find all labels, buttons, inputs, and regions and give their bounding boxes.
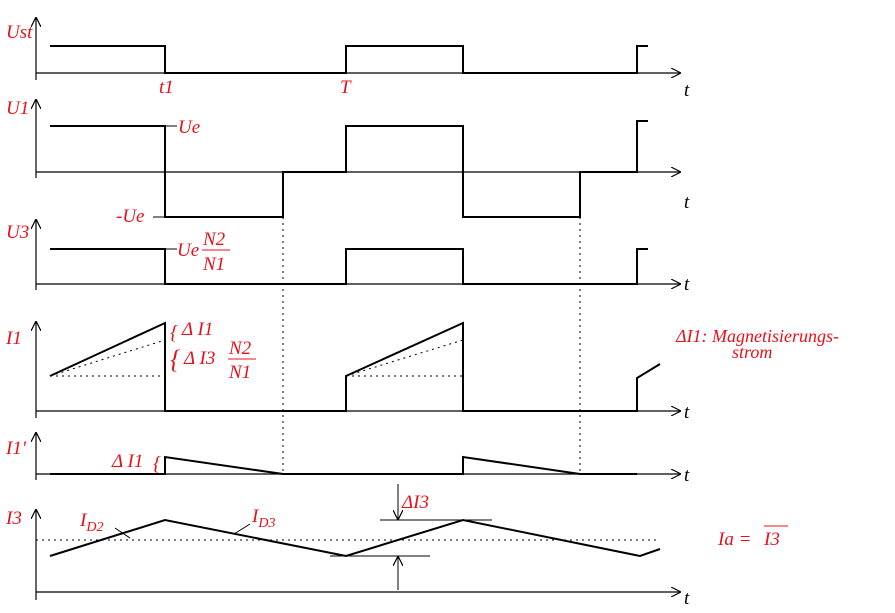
id3-main: I — [251, 506, 260, 527]
t1-mark: t1 — [159, 77, 174, 98]
i1-waveform — [49, 321, 661, 412]
ust-panel: Ust t1 T t — [6, 18, 690, 101]
magnet-note-line1: ΔI1: Magnetisierungs- — [675, 326, 839, 346]
ue-label: Ue — [178, 117, 200, 138]
brace-1: { — [170, 322, 178, 344]
i1p-panel: I1' Δ I1 { t — [5, 433, 690, 486]
u3-waveform — [50, 248, 648, 285]
i1p-label: I1' — [5, 438, 27, 459]
ratio2-n2: N2 — [228, 338, 252, 359]
magnet-note-line2: strom — [732, 342, 772, 362]
u1-waveform — [50, 120, 648, 218]
id3-sub: D3 — [257, 516, 275, 531]
delta-i3-right-label: ΔI3 — [401, 492, 429, 513]
id2-main: I — [79, 510, 88, 531]
i3-panel: I3 ID2 ID3 ΔI3 Ia = I3 t — [5, 484, 788, 609]
ust-t-label: t — [684, 80, 690, 101]
i1-dotted-slope — [49, 339, 166, 377]
ratio-n2: N2 — [202, 229, 226, 250]
ust-label: Ust — [6, 22, 33, 43]
u3-panel: U3 Ue N2 N1 t — [6, 220, 690, 295]
u1-t-label: t — [684, 192, 690, 213]
u1-label: U1 — [6, 98, 29, 119]
i3-waveform — [49, 518, 661, 558]
id2-sub: D2 — [85, 520, 103, 535]
i1p-waveform — [50, 455, 637, 475]
brace-2: { — [170, 345, 181, 374]
i1p-t-label: t — [684, 465, 690, 486]
id3-leader — [233, 523, 251, 535]
delta-i1-small-label: Δ I1 — [111, 451, 143, 472]
neg-ue-label: -Ue — [116, 206, 144, 227]
i3-label: I3 — [5, 508, 22, 529]
i1-panel: I1 { Δ I1 { Δ I3 N2 N1 ΔI1: Magnetisieru… — [5, 319, 839, 423]
ia-label: Ia = — [717, 529, 751, 550]
brace-3: { — [153, 453, 161, 475]
ue-ratio-prefix: Ue — [177, 240, 199, 261]
time-reference-lines — [282, 217, 581, 474]
u3-label: U3 — [6, 222, 29, 243]
delta-i1-label: Δ I1 — [181, 319, 213, 340]
ratio2-n1: N1 — [228, 362, 251, 383]
u1-panel: U1 Ue -Ue t — [6, 98, 690, 227]
ust-waveform — [50, 45, 648, 74]
period-mark: T — [340, 77, 352, 98]
id3-label: ID3 — [251, 506, 275, 531]
ratio-n1: N1 — [202, 254, 225, 275]
id2-label: ID2 — [79, 510, 103, 535]
u3-t-label: t — [684, 274, 690, 295]
i3-t-label: t — [684, 588, 690, 609]
i1-t-label: t — [684, 402, 690, 423]
i1-dotted-slope-2 — [345, 339, 464, 377]
i3-mean-label: I3 — [763, 529, 780, 550]
i1-label: I1 — [5, 328, 22, 349]
id2-leader — [114, 527, 131, 539]
delta-i3-label: Δ I3 — [183, 348, 215, 369]
